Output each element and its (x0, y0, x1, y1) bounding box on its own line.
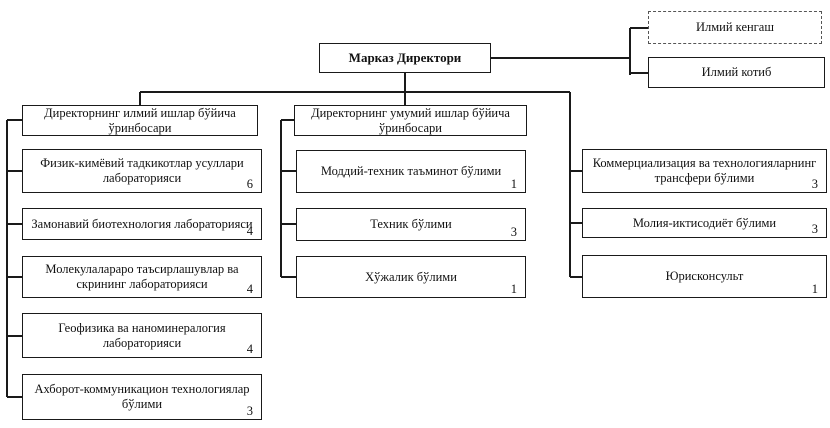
org-box-screening-lab: Молекулалараро таъсирлашувлар ва скринин… (22, 256, 262, 298)
org-box-logistics-dept: Моддий-техник таъминот бўлими 1 (296, 150, 526, 193)
biotech-lab-label: Замонавий биотехнология лабораторияси (31, 216, 253, 231)
staff-count: 4 (246, 282, 253, 297)
middle-trunk (280, 119, 296, 278)
org-box-tech-transfer-dept: Коммерциализация ва технологияларнинг тр… (582, 149, 827, 193)
tech-transfer-dept-label: Коммерциализация ва технологияларнинг тр… (592, 156, 817, 185)
science-council-label: Илмий кенгаш (696, 20, 774, 35)
staff-count: 3 (510, 225, 517, 240)
org-box-science-secretary: Илмий котиб (648, 57, 825, 88)
org-box-ict-dept: Ахборот-коммуникацион технологиялар бўли… (22, 374, 262, 420)
legal-counsel-label: Юрисконсульт (665, 269, 744, 284)
staff-count: 3 (246, 404, 253, 419)
household-dept-label: Хўжалик бўлими (365, 269, 457, 284)
org-box-physchem-lab: Физик-кимёвий тадкикотлар усуллари лабор… (22, 149, 262, 193)
org-box-geophysics-lab: Геофизика ва наноминералогия лаборатория… (22, 313, 262, 358)
org-box-deputy-science: Директорнинг илмий ишлар бўйича ўринбоса… (22, 105, 258, 136)
technical-dept-label: Техник бўлими (370, 217, 452, 232)
left-trunk (6, 119, 22, 398)
main-trunk (139, 73, 582, 278)
advisory-connector (491, 27, 648, 75)
science-secretary-label: Илмий котиб (701, 65, 772, 80)
staff-count: 1 (811, 282, 818, 297)
center-director-label: Марказ Директори (348, 50, 462, 66)
staff-count: 4 (246, 342, 253, 357)
staff-count: 4 (246, 224, 253, 239)
physchem-lab-label: Физик-кимёвий тадкикотлар усуллари лабор… (40, 156, 244, 185)
org-box-center-director: Марказ Директори (319, 43, 491, 73)
org-box-deputy-general: Директорнинг умумий ишлар бўйича ўринбос… (294, 105, 527, 136)
staff-count: 3 (811, 177, 818, 192)
org-box-finance-dept: Молия-иктисодиёт бўлими 3 (582, 208, 827, 238)
screening-lab-label: Молекулалараро таъсирлашувлар ва скринин… (45, 262, 239, 291)
staff-count: 3 (811, 222, 818, 237)
staff-count: 1 (510, 282, 517, 297)
org-box-technical-dept: Техник бўлими 3 (296, 208, 526, 241)
staff-count: 1 (510, 177, 517, 192)
org-box-household-dept: Хўжалик бўлими 1 (296, 256, 526, 298)
deputy-science-label: Директорнинг илмий ишлар бўйича ўринбоса… (44, 105, 236, 135)
org-box-legal-counsel: Юрисконсульт 1 (582, 255, 827, 298)
logistics-dept-label: Моддий-техник таъминот бўлими (320, 164, 502, 179)
staff-count: 6 (246, 177, 253, 192)
geophysics-lab-label: Геофизика ва наноминералогия лаборатория… (58, 320, 226, 350)
org-box-science-council: Илмий кенгаш (648, 11, 822, 44)
deputy-general-label: Директорнинг умумий ишлар бўйича ўринбос… (311, 105, 510, 135)
finance-dept-label: Молия-иктисодиёт бўлими (632, 215, 777, 230)
org-box-biotech-lab: Замонавий биотехнология лабораторияси 4 (22, 208, 262, 240)
ict-dept-label: Ахборот-коммуникацион технологиялар бўли… (34, 382, 250, 411)
